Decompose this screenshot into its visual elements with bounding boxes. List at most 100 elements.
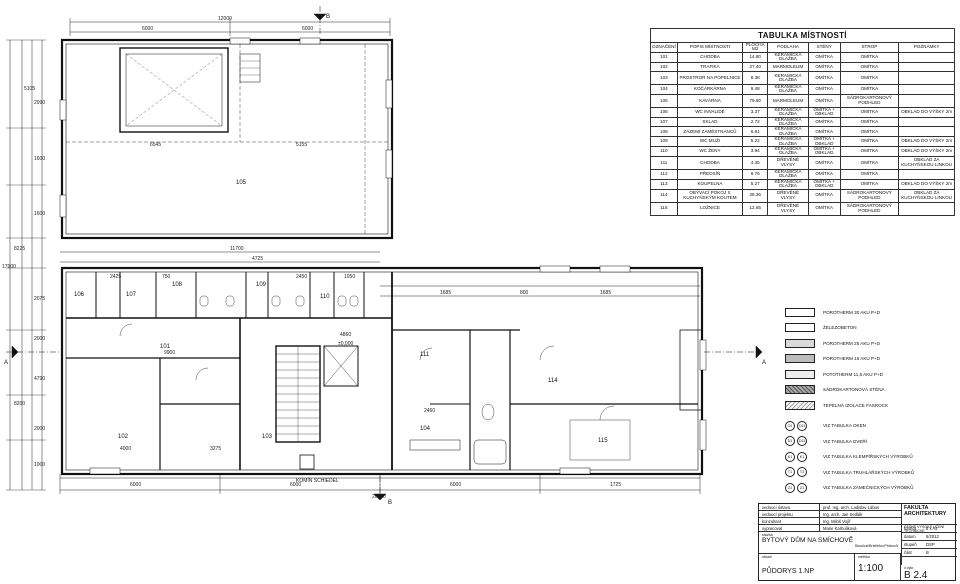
room-schedule-cell: DŘEVĚNÉ VLYSY [767, 155, 809, 170]
room-104: 104 [420, 426, 431, 432]
plan-dim-4860: 4860 [340, 332, 351, 338]
plan-dim-3275: 3275 [210, 446, 221, 452]
room-schedule-cell [898, 93, 955, 108]
plan-dim-2425: 2425 [110, 274, 121, 280]
room-schedule-cell: OMÍTKA [839, 106, 900, 118]
tb-school: FAKULTA ARCHITEKTURY [904, 505, 947, 517]
legend-material-item: SÁDROKARTONOVÁ STĚNA [785, 383, 960, 397]
legend-symbol-circle: K1 [797, 451, 807, 462]
room-114: 114 [548, 378, 558, 384]
room-schedule-cell: OMÍTKA [807, 168, 841, 180]
legend-material-label: POTOTHERM 11,5 AKU P+D [823, 371, 883, 377]
room-schedule-cell: OMÍTKA [807, 201, 841, 216]
tb-part: B [926, 550, 929, 555]
room-schedule-cell: 105 [650, 93, 678, 108]
room-schedule-cell: KERAMICKÁ DLAŽBA [767, 71, 809, 86]
left-dim-11: 2000 [34, 426, 45, 432]
tb-sheet: B 2.4 [904, 570, 928, 581]
room-105: 105 [236, 180, 247, 186]
plan-dim-3526: 1685 [600, 290, 611, 296]
tb-object-key: stavba [762, 533, 773, 537]
plan-dim-4725: 4725 [252, 256, 263, 262]
section-marker-a-right: A [762, 360, 766, 366]
room-schedule-cell [898, 61, 955, 73]
plan-dim-2460: 2460 [424, 408, 435, 414]
room-schedule-cell: 8.38 [742, 71, 769, 86]
col-poznamky: POZNÁMKY [898, 42, 955, 53]
room-schedule-cell: OBKLAD ZA KUCHYŇSKOU LINKOU [898, 188, 955, 203]
legend-symbol-label: VIZ TABULKA KLEMPÍŘSKÝCH VÝROBKŮ [823, 454, 913, 460]
legend-symbol-label: VIZ TABULKA DVEŘÍ [823, 438, 867, 444]
room-schedule-cell: 6.76 [742, 168, 769, 180]
tb-format-key: formát [904, 526, 916, 531]
room-111: 111 [420, 352, 430, 358]
room-102: 102 [118, 434, 129, 440]
room-schedule-cell: OMÍTKA [839, 155, 900, 170]
legend-swatch [785, 369, 815, 379]
room-schedule-cell: KERAMICKÁ DLAŽBA [767, 106, 809, 118]
room-schedule-cell: 79.60 [742, 93, 769, 108]
room-schedule-cell: OMÍTKA [839, 126, 900, 138]
tb-scale: 1:100 [858, 563, 884, 574]
room-schedule-cell: OMÍTKA [807, 84, 841, 95]
room-schedule-table: TABULKA MÍSTNOSTÍ OZNAČENÍ POPIS MÍSTNOS… [650, 28, 955, 216]
legend-symbol-circle: O11 [797, 420, 807, 431]
tb-stage-key: stupeň [904, 542, 917, 547]
room-schedule-cell: CHODBA [676, 155, 744, 170]
tb-role-1: vedoucí ústavu [759, 504, 819, 511]
plan-dim-2450: 2450 [296, 274, 307, 280]
legend-swatch [785, 401, 815, 411]
room-schedule-cell: OMÍTKA [807, 51, 841, 63]
room-schedule-cell: 106 [650, 106, 678, 118]
tb-drawing: PŮDORYS 1.NP [762, 568, 814, 575]
room-schedule-cell: SÁDROKARTONOVÝ PODHLED [839, 201, 900, 216]
room-schedule-cell: KERAMICKÁ DLAŽBA [767, 51, 809, 63]
chimney-note: KOMÍN SCHIEDEL [296, 477, 339, 484]
left-dim-3: 1600 [34, 156, 45, 162]
bottom-dim-1: 6000 [130, 482, 141, 488]
room-schedule-cell: 101 [650, 51, 678, 63]
room-schedule-cell: 9.48 [742, 84, 769, 95]
room-schedule-cell: 3.37 [742, 106, 769, 118]
room-schedule-cell: 109 [650, 136, 678, 148]
top-dim-1: 6000 [142, 26, 153, 32]
room-schedule-cell: KOČÁRKÁRNA [676, 84, 744, 95]
room-schedule-cell: OBÝVACÍ POKOJ S KUCHYŇSKÝM KOUTEM [676, 188, 744, 203]
room-schedule-cell [898, 116, 955, 128]
room-schedule-cell: OMÍTKA [807, 155, 841, 170]
room-schedule-cell: 102 [650, 61, 678, 73]
legend-material-label: POROTHERM 30 AKU P+D [823, 309, 881, 315]
legend-symbol-label: VIZ TABULKA OKEN [823, 423, 866, 429]
tb-format: 6 x A4 [926, 526, 938, 531]
legend-material-label: POROTHERM 25 AKU P+D [823, 340, 881, 346]
tb-date-key: datum [904, 534, 916, 539]
col-oznaceni: OZNAČENÍ [650, 42, 678, 53]
col-plocha: PLOCHA M2 [742, 42, 769, 53]
room-schedule-cell: 113 [650, 178, 678, 190]
room-schedule-cell: OMÍTKA [807, 116, 841, 128]
legend-symbol-circle: Z1 [785, 482, 795, 493]
tb-date: 5/2012 [926, 534, 939, 539]
left-dim-9: 4790 [34, 376, 45, 382]
room-schedule-cell: CHODBA [676, 51, 744, 63]
bottom-dim-4: 1725 [610, 482, 621, 488]
legend-swatch [785, 385, 815, 395]
room-schedule-cell: OMÍTKA [839, 116, 900, 128]
legend-swatch [785, 338, 815, 348]
room-schedule-cell: OMÍTKA [839, 146, 900, 157]
room-schedule-cell: OBKLAD DO VÝŠKY 2m [898, 178, 955, 190]
legend-material-item: POROTHERM 25 AKU P+D [785, 336, 960, 350]
left-dim-5: 8225 [14, 246, 25, 252]
room-101: 101 [160, 344, 171, 350]
legend-symbol-label: VIZ TABULKA TRUHLÁŘSKÝCH VÝROBKŮ [823, 469, 915, 475]
